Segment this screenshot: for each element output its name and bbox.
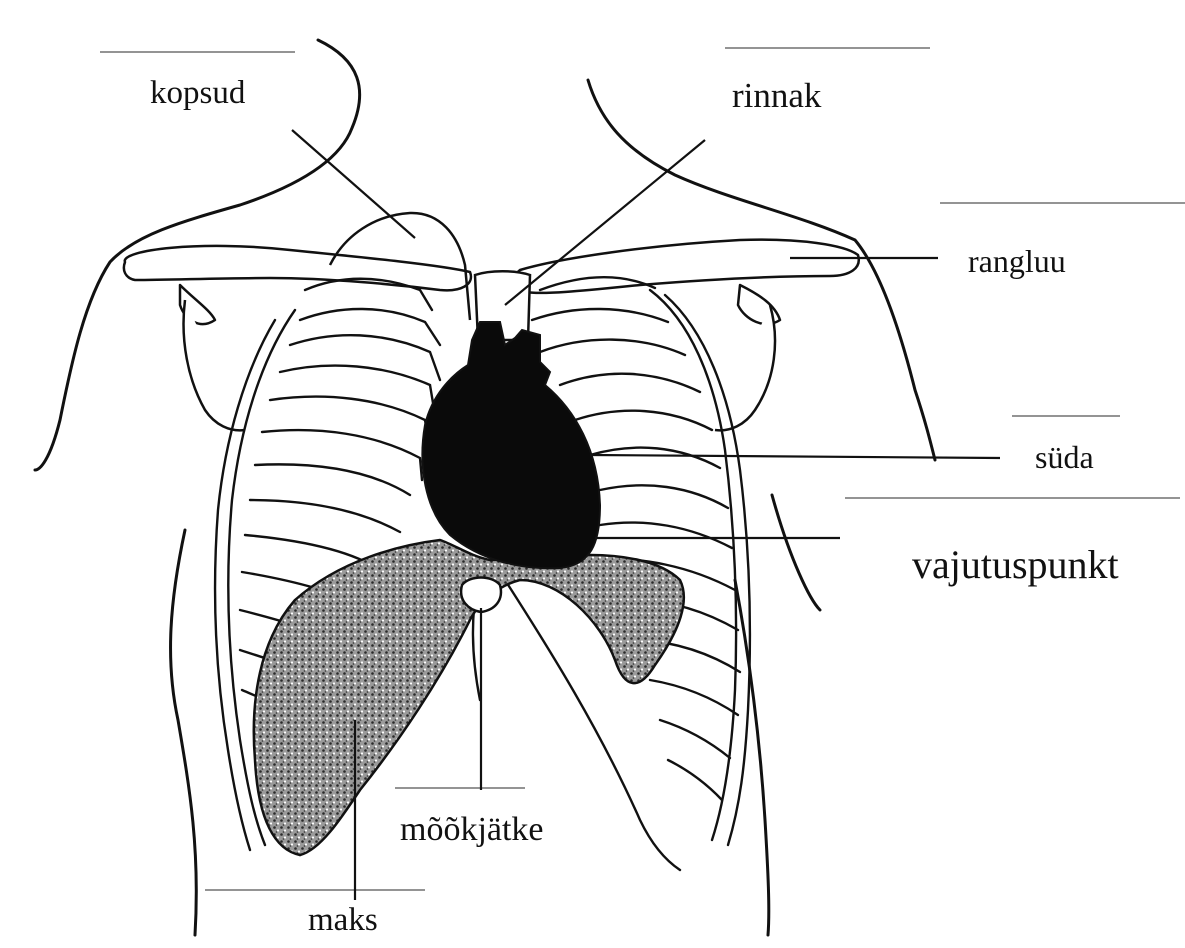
clavicles [122,238,861,432]
label-heart: süda [1035,439,1094,475]
label-liver: maks [308,902,378,938]
heart [421,321,602,570]
label-compression-point: vajutuspunkt [912,542,1119,587]
label-sternum: rinnak [732,76,822,115]
lungs [328,211,472,321]
leader-lines [291,129,1001,900]
leader-lungs [291,129,416,239]
label-clavicle: rangluu [968,243,1066,279]
scan-dashes [100,47,1185,891]
label-xiphoid-process: mõõkjätke [400,811,544,848]
leader-sternum [504,139,706,306]
label-lungs: kopsud [150,75,246,111]
rib-cage [213,276,752,872]
xiphoid-process [459,576,503,614]
leader-heart [589,453,1001,460]
body-outline [33,38,937,937]
